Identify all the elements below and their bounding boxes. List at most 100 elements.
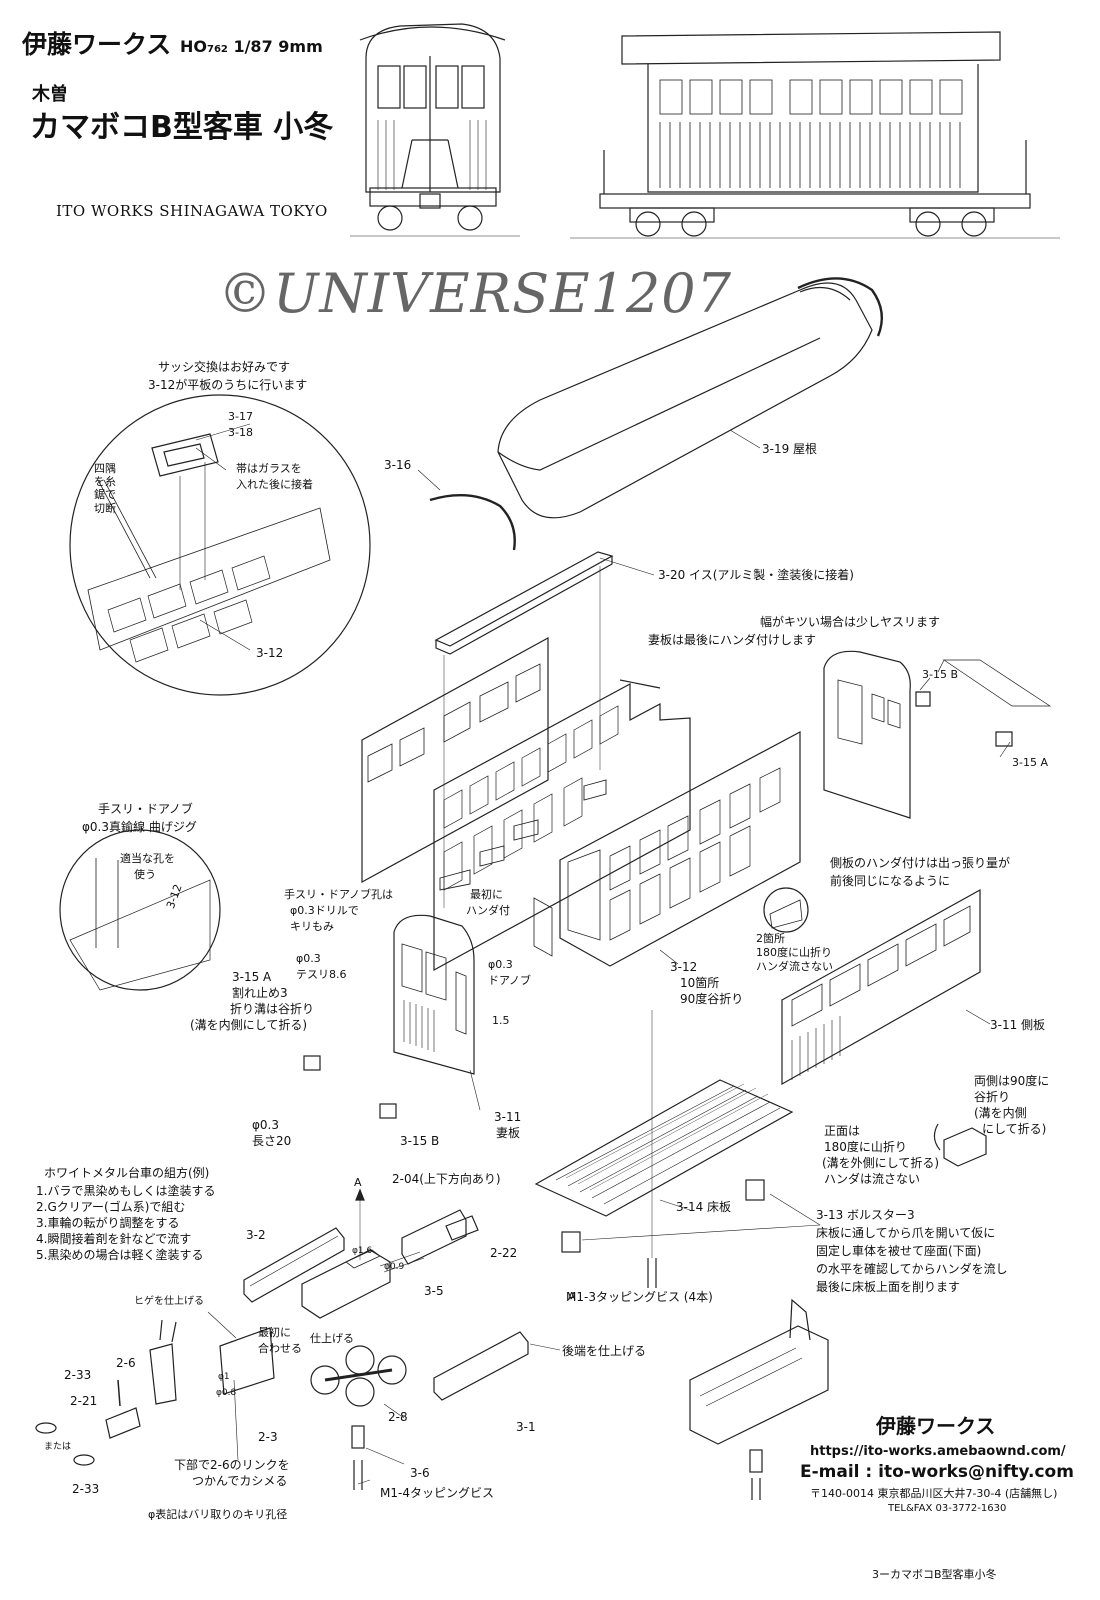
note-knob-2: ドアノブ [488,974,532,987]
note-sash-1: サッシ交換はお好みです [158,360,291,374]
note-hole-2: 使う [134,868,156,881]
note-wire-1: φ0.3 [252,1118,279,1132]
label-3-20: 3-20 イス(アルミ製・塗装後に接着) [658,568,854,582]
note-3-15a-mid-2: 割れ止め3 [232,986,288,1000]
label-a-bottom: A [568,1290,576,1303]
note-tesuri-2: φ0.3真鍮線 曲げジグ [82,820,197,834]
label-3-11-end: 3-11 [494,1110,522,1124]
footer-address: 〒140-0014 東京都品川区大井7-30-4 (店舗無し) [810,1487,1058,1500]
label-3-14: 3-14 床板 [676,1200,732,1214]
label-3-2: 3-2 [246,1228,266,1242]
note-mountain-2: 180度に山折り [756,946,832,959]
label-screw-m1-4: M1-4タッピングビス [380,1486,494,1500]
note-rear-finish: 後端を仕上げる [562,1344,647,1358]
note-mataha: または [44,1442,72,1452]
truck-step-1: 1.バラで黒染めもしくは塗装する [36,1184,216,1198]
scale-ho-sub: 762 [207,44,228,55]
label-2-8: 2-8 [388,1410,408,1424]
floor-part-3-14 [534,1079,794,1253]
label-3-15b-low: 3-15 B [400,1134,440,1148]
note-knob-3: 1.5 [492,1014,510,1027]
seat-part-3-20 [434,551,614,908]
note-both-1: 両側は90度に [974,1074,1050,1088]
note-knob-1: φ0.3 [488,958,513,971]
footer-caption: 3ーカマボコB型客車小冬 [872,1568,997,1581]
footer-email: E-mail : ito-works@nifty.com [800,1462,1074,1482]
note-3-15a-mid-3: 折り溝は谷折り [230,1002,315,1016]
note-3-12-fold-2: 10箇所 [680,976,720,990]
region-label: 木曽 [32,84,68,105]
assembled-truck [689,1298,829,1500]
roof-end-3-16 [429,277,884,551]
footer-brand: 伊藤ワークス [876,1414,996,1438]
note-tesuri-1: 手スリ・ドアノブ [98,802,193,816]
label-2-21: 2-21 [70,1394,98,1408]
label-3-11-side: 3-11 側板 [990,1018,1046,1032]
side-view-illustration [570,31,1060,239]
label-3-1: 3-1 [516,1420,536,1434]
note-3-12-fold-3: 90度谷折り [680,992,744,1006]
label-2-33-b: 2-33 [72,1482,100,1496]
label-2-04: 2-04(上下方向あり) [392,1172,501,1186]
note-finish: 仕上げる [310,1332,354,1345]
note-3-13-2: 床板に通してから爪を開いて仮に [816,1226,996,1240]
label-2-3: 2-3 [258,1430,278,1444]
note-mountain-3: ハンダ流さない [756,960,833,973]
label-3-15b-top: 3-15 B [922,668,959,681]
label-3-13: 3-13 ボルスター3 [816,1208,915,1222]
scale-ho: HO [180,37,207,56]
note-side-2: 前後同じになるように [830,874,951,888]
note-band-1: 帯はガラスを [236,462,302,475]
brand-title: 伊藤ワークス [22,30,172,59]
model-title: カマボコB型客車 小冬 [30,110,334,145]
workshop-place: ITO WORKS SHINAGAWA TOKYO [56,202,328,220]
label-a-top: A [354,1176,362,1189]
label-phi-0-9: φ0.9 [384,1262,405,1272]
truck-step-2: 2.Gクリアー(ゴム系)で組む [36,1200,186,1214]
fold-illustration [933,1123,987,1167]
note-tesuri86-2: テスリ8.6 [296,968,347,981]
label-2-22: 2-22 [490,1246,518,1260]
note-band-2: 入れた後に接着 [236,478,313,491]
label-3-12-fold: 3-12 [670,960,698,974]
label-3-6: 3-6 [410,1466,430,1480]
detail-circle-jig [59,829,221,991]
note-corners: 四隅を糸鋸で切断 [94,462,116,515]
note-phi: φ表記はバリ取りのキリ孔径 [148,1508,288,1521]
label-3-15a-mid: 3-15 A [232,970,272,984]
note-first3-2: 合わせる [258,1342,302,1355]
note-first-2: ハンダ付 [466,904,510,917]
note-3-11-end-2: 妻板 [496,1126,521,1140]
label-phi-1: φ1 [218,1372,230,1382]
note-both-4: にして折る) [982,1122,1047,1136]
note-3-15a-mid-4: (溝を内側にして折る) [190,1018,308,1032]
note-tesuri86-1: φ0.3 [296,952,321,965]
body-side-panels [361,636,801,972]
note-hole-drill-1: 手スリ・ドアノブ孔は [284,888,394,901]
roof-part-3-19 [497,282,873,519]
label-3-16: 3-16 [384,458,412,472]
note-width-2: 妻板は最後にハンダ付けします [648,633,817,647]
leader-lines [195,423,1011,1485]
note-mountain-1: 2箇所 [756,932,785,945]
footer-tel: TEL&FAX 03-3772-1630 [888,1503,1007,1514]
detail-circle-fold [763,887,809,933]
note-width-1: 幅がキツい場合は少しヤスリます [760,615,941,629]
label-3-5: 3-5 [424,1284,444,1298]
truck-parts [35,1010,657,1490]
note-first-1: 最初に [470,888,503,901]
note-first3-1: 最初に [258,1326,291,1339]
note-wire-2: 長さ20 [252,1134,292,1148]
detail-circle-sash [69,394,371,696]
note-both-2: 谷折り [974,1090,1011,1104]
label-3-12-circle: 3-12 [256,646,284,660]
note-link-2: つかんでカシメる [192,1474,288,1488]
end-wall-left [303,914,475,1119]
label-phi-1-6: φ1.6 [352,1246,373,1256]
note-front-3: (溝を外側にして折る) [822,1156,940,1170]
note-hole-1: 適当な孔を [120,852,175,865]
truck-step-3: 3.車輪の転がり調整をする [36,1216,180,1230]
scale-rest: 1/87 9mm [233,37,323,56]
note-3-13-3: 固定し車体を被せて座面(下面) [816,1244,982,1258]
